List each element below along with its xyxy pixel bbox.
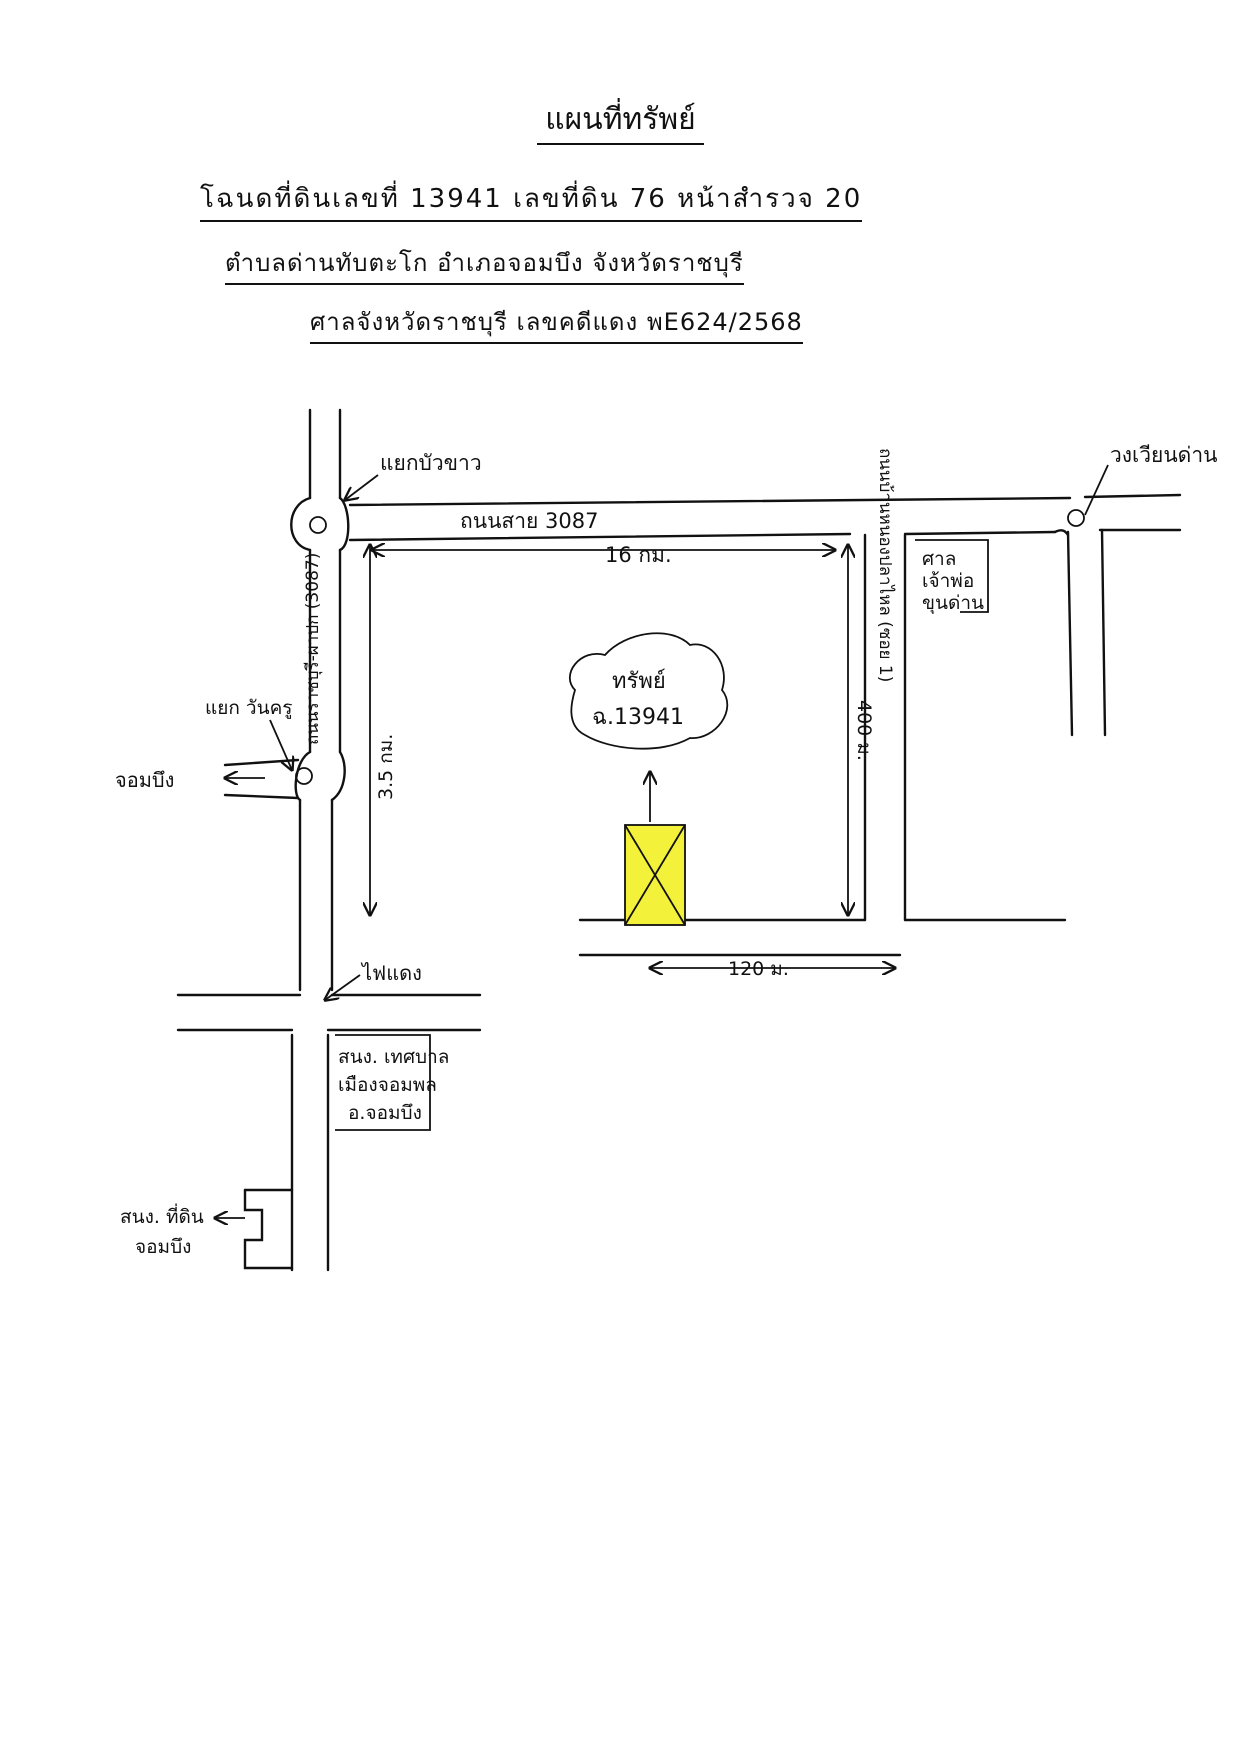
label-municipal-office-1: สนง. เทศบาล bbox=[338, 1046, 449, 1068]
map-title: แผนที่ทรัพย์ bbox=[0, 96, 1241, 145]
east-roads bbox=[1053, 528, 1107, 737]
label-dist-120m: 120 ม. bbox=[728, 958, 789, 980]
label-circle-east: วงเวียนด่าน bbox=[1110, 443, 1217, 467]
pointer-circle-east bbox=[1084, 464, 1109, 516]
roundabout-north bbox=[309, 516, 327, 534]
shrine-box bbox=[915, 539, 989, 613]
roundabout-east bbox=[1067, 509, 1085, 527]
roundabout-mid bbox=[295, 767, 313, 785]
traffic-light-road bbox=[176, 993, 482, 1032]
label-intersection-bua-khao: แยกบัวขาว bbox=[380, 451, 482, 475]
land-office-road bbox=[243, 1188, 294, 1270]
label-shrine-1: ศาล bbox=[922, 548, 956, 570]
deed-number-line: โฉนดที่ดินเลขที่ 13941 เลขที่ดิน 76 หน้า… bbox=[200, 178, 863, 222]
label-municipal-office-3: อ.จอมบึง bbox=[348, 1102, 422, 1124]
label-dist-16km: 16 กม. bbox=[605, 543, 672, 567]
pointer-bua-khao bbox=[345, 474, 379, 500]
label-municipal-office-2: เมืองจอมพล bbox=[338, 1074, 437, 1096]
court-case-line: ศาลจังหวัดราชบุรี เลขคดีแดง พE624/2568 bbox=[310, 302, 803, 344]
west-branch-road bbox=[223, 758, 300, 800]
label-traffic-light: ไฟแดง bbox=[360, 961, 422, 985]
label-land-office-2: จอมบึง bbox=[135, 1236, 191, 1258]
pointer-traffic-light bbox=[325, 974, 361, 1000]
label-dist-3-5km: 3.5 กม. bbox=[375, 734, 397, 800]
property-plot bbox=[624, 824, 686, 926]
label-soi-road: ถนนบ้านหนองปลาไหล (ซอย 1) bbox=[875, 448, 896, 682]
road-3087 bbox=[348, 493, 1182, 542]
label-dist-400m: 400 ม. bbox=[853, 700, 875, 761]
pointer-wankhru bbox=[269, 719, 292, 770]
label-shrine-2: เจ้าพ่อ bbox=[922, 570, 974, 592]
label-chom-bueng: จอมบึง bbox=[115, 768, 174, 792]
municipal-office-box bbox=[335, 1034, 431, 1131]
location-line: ตำบลด่านทับตะโก อำเภอจอมบึง จังหวัดราชบุ… bbox=[225, 243, 744, 285]
soi-road bbox=[863, 533, 907, 922]
label-road-3087: ถนนสาย 3087 bbox=[460, 509, 598, 533]
label-property-2: ฉ.13941 bbox=[592, 705, 684, 730]
label-shrine-3: ขุนด่าน bbox=[922, 592, 984, 615]
main-vertical-road bbox=[290, 408, 350, 1272]
property-cloud bbox=[568, 632, 729, 750]
label-property-1: ทรัพย์ bbox=[612, 669, 666, 694]
label-land-office-1: สนง. ที่ดิน bbox=[120, 1203, 204, 1228]
label-road-vertical: ถนนราชบุรี-ผาปก (3087) bbox=[303, 553, 323, 745]
label-intersection-wankhru: แยก วันครู bbox=[205, 697, 293, 719]
